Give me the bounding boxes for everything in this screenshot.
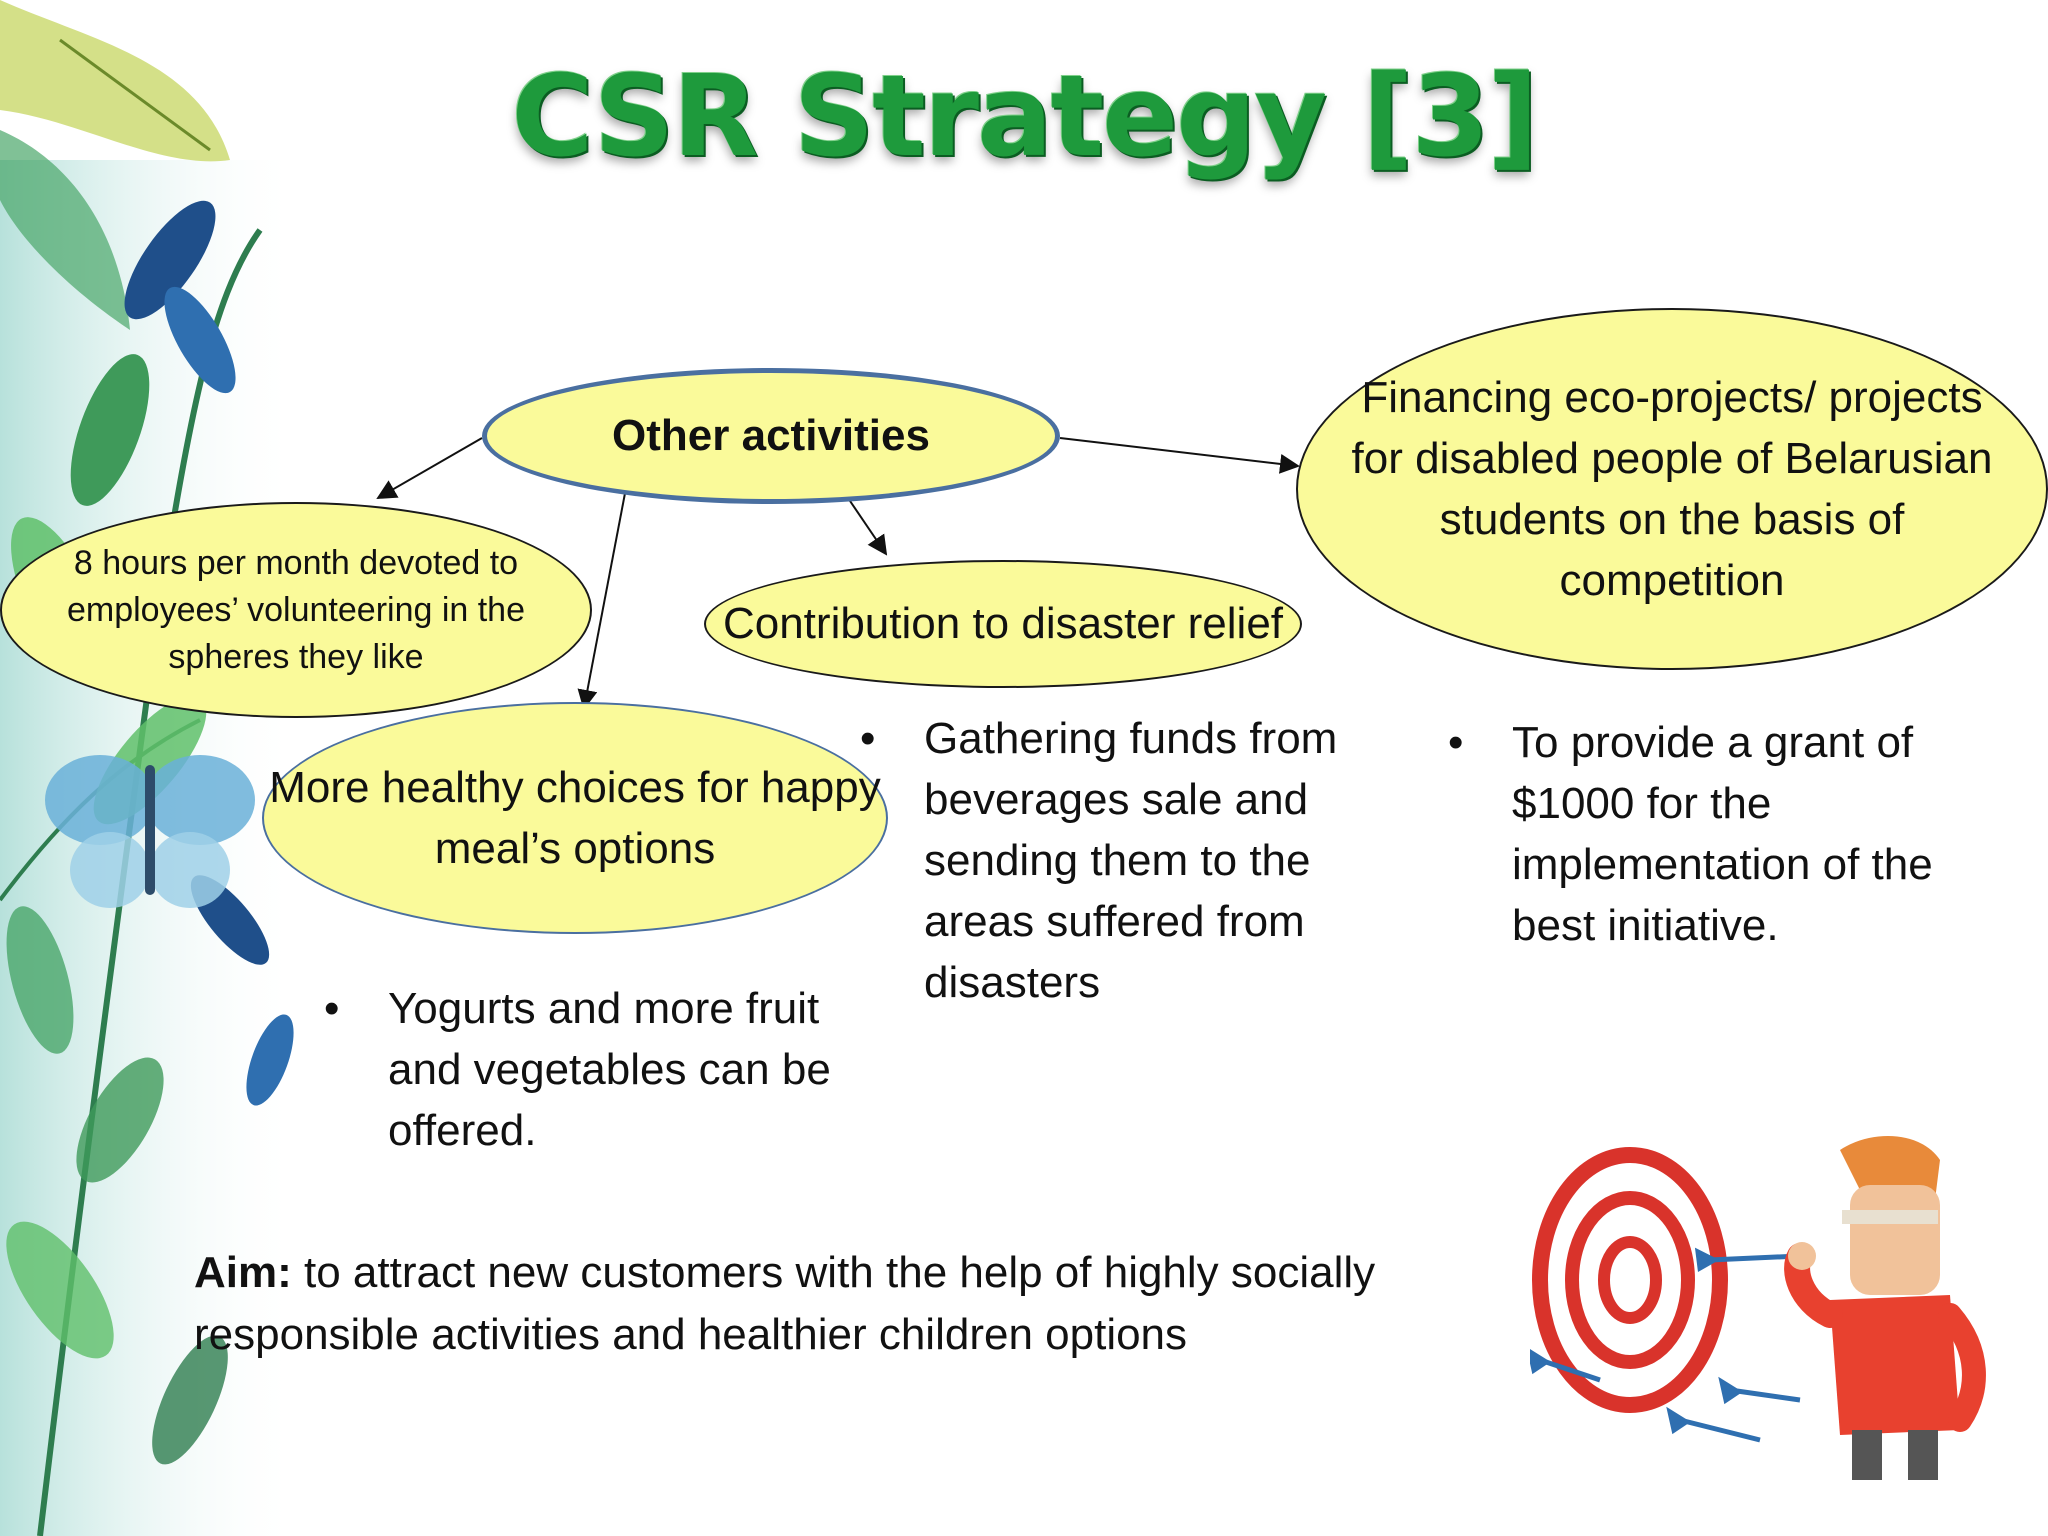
node-eco-projects: Financing eco-projects/ projects for dis…: [1296, 308, 2048, 670]
node-volunteering-hours: 8 hours per month devoted to employees’ …: [0, 502, 592, 718]
bullet-item: Yogurts and more fruit and vegetables ca…: [324, 978, 884, 1161]
bullet-item: Gathering funds from beverages sale and …: [860, 708, 1380, 1013]
node-healthy-choices: More healthy choices for happy meal’s op…: [262, 702, 888, 934]
dartboard-target-icon: [1530, 1136, 1986, 1480]
slide-title: CSR Strategy [3]: [511, 52, 1538, 182]
aim-text: to attract new customers with the help o…: [194, 1248, 1376, 1359]
node-disaster-relief: Contribution to disaster relief: [704, 560, 1302, 688]
butterfly-icon: [45, 755, 255, 908]
aim-label: Aim:: [194, 1248, 292, 1297]
bullets-healthy: Yogurts and more fruit and vegetables ca…: [324, 978, 884, 1161]
arrow-to-disaster: [847, 497, 888, 556]
bullets-disaster: Gathering funds from beverages sale and …: [860, 708, 1380, 1013]
bullets-eco: To provide a grant of $1000 for the impl…: [1448, 712, 1968, 956]
aim-statement: Aim: to attract new customers with the h…: [194, 1242, 1524, 1366]
node-other-activities: Other activities: [482, 368, 1060, 504]
arrow-to-eco: [1059, 437, 1300, 474]
bullet-item: To provide a grant of $1000 for the impl…: [1448, 712, 1968, 956]
dart-thrower-figure: [1784, 1136, 1986, 1480]
leaves-decoration: [0, 0, 300, 1536]
